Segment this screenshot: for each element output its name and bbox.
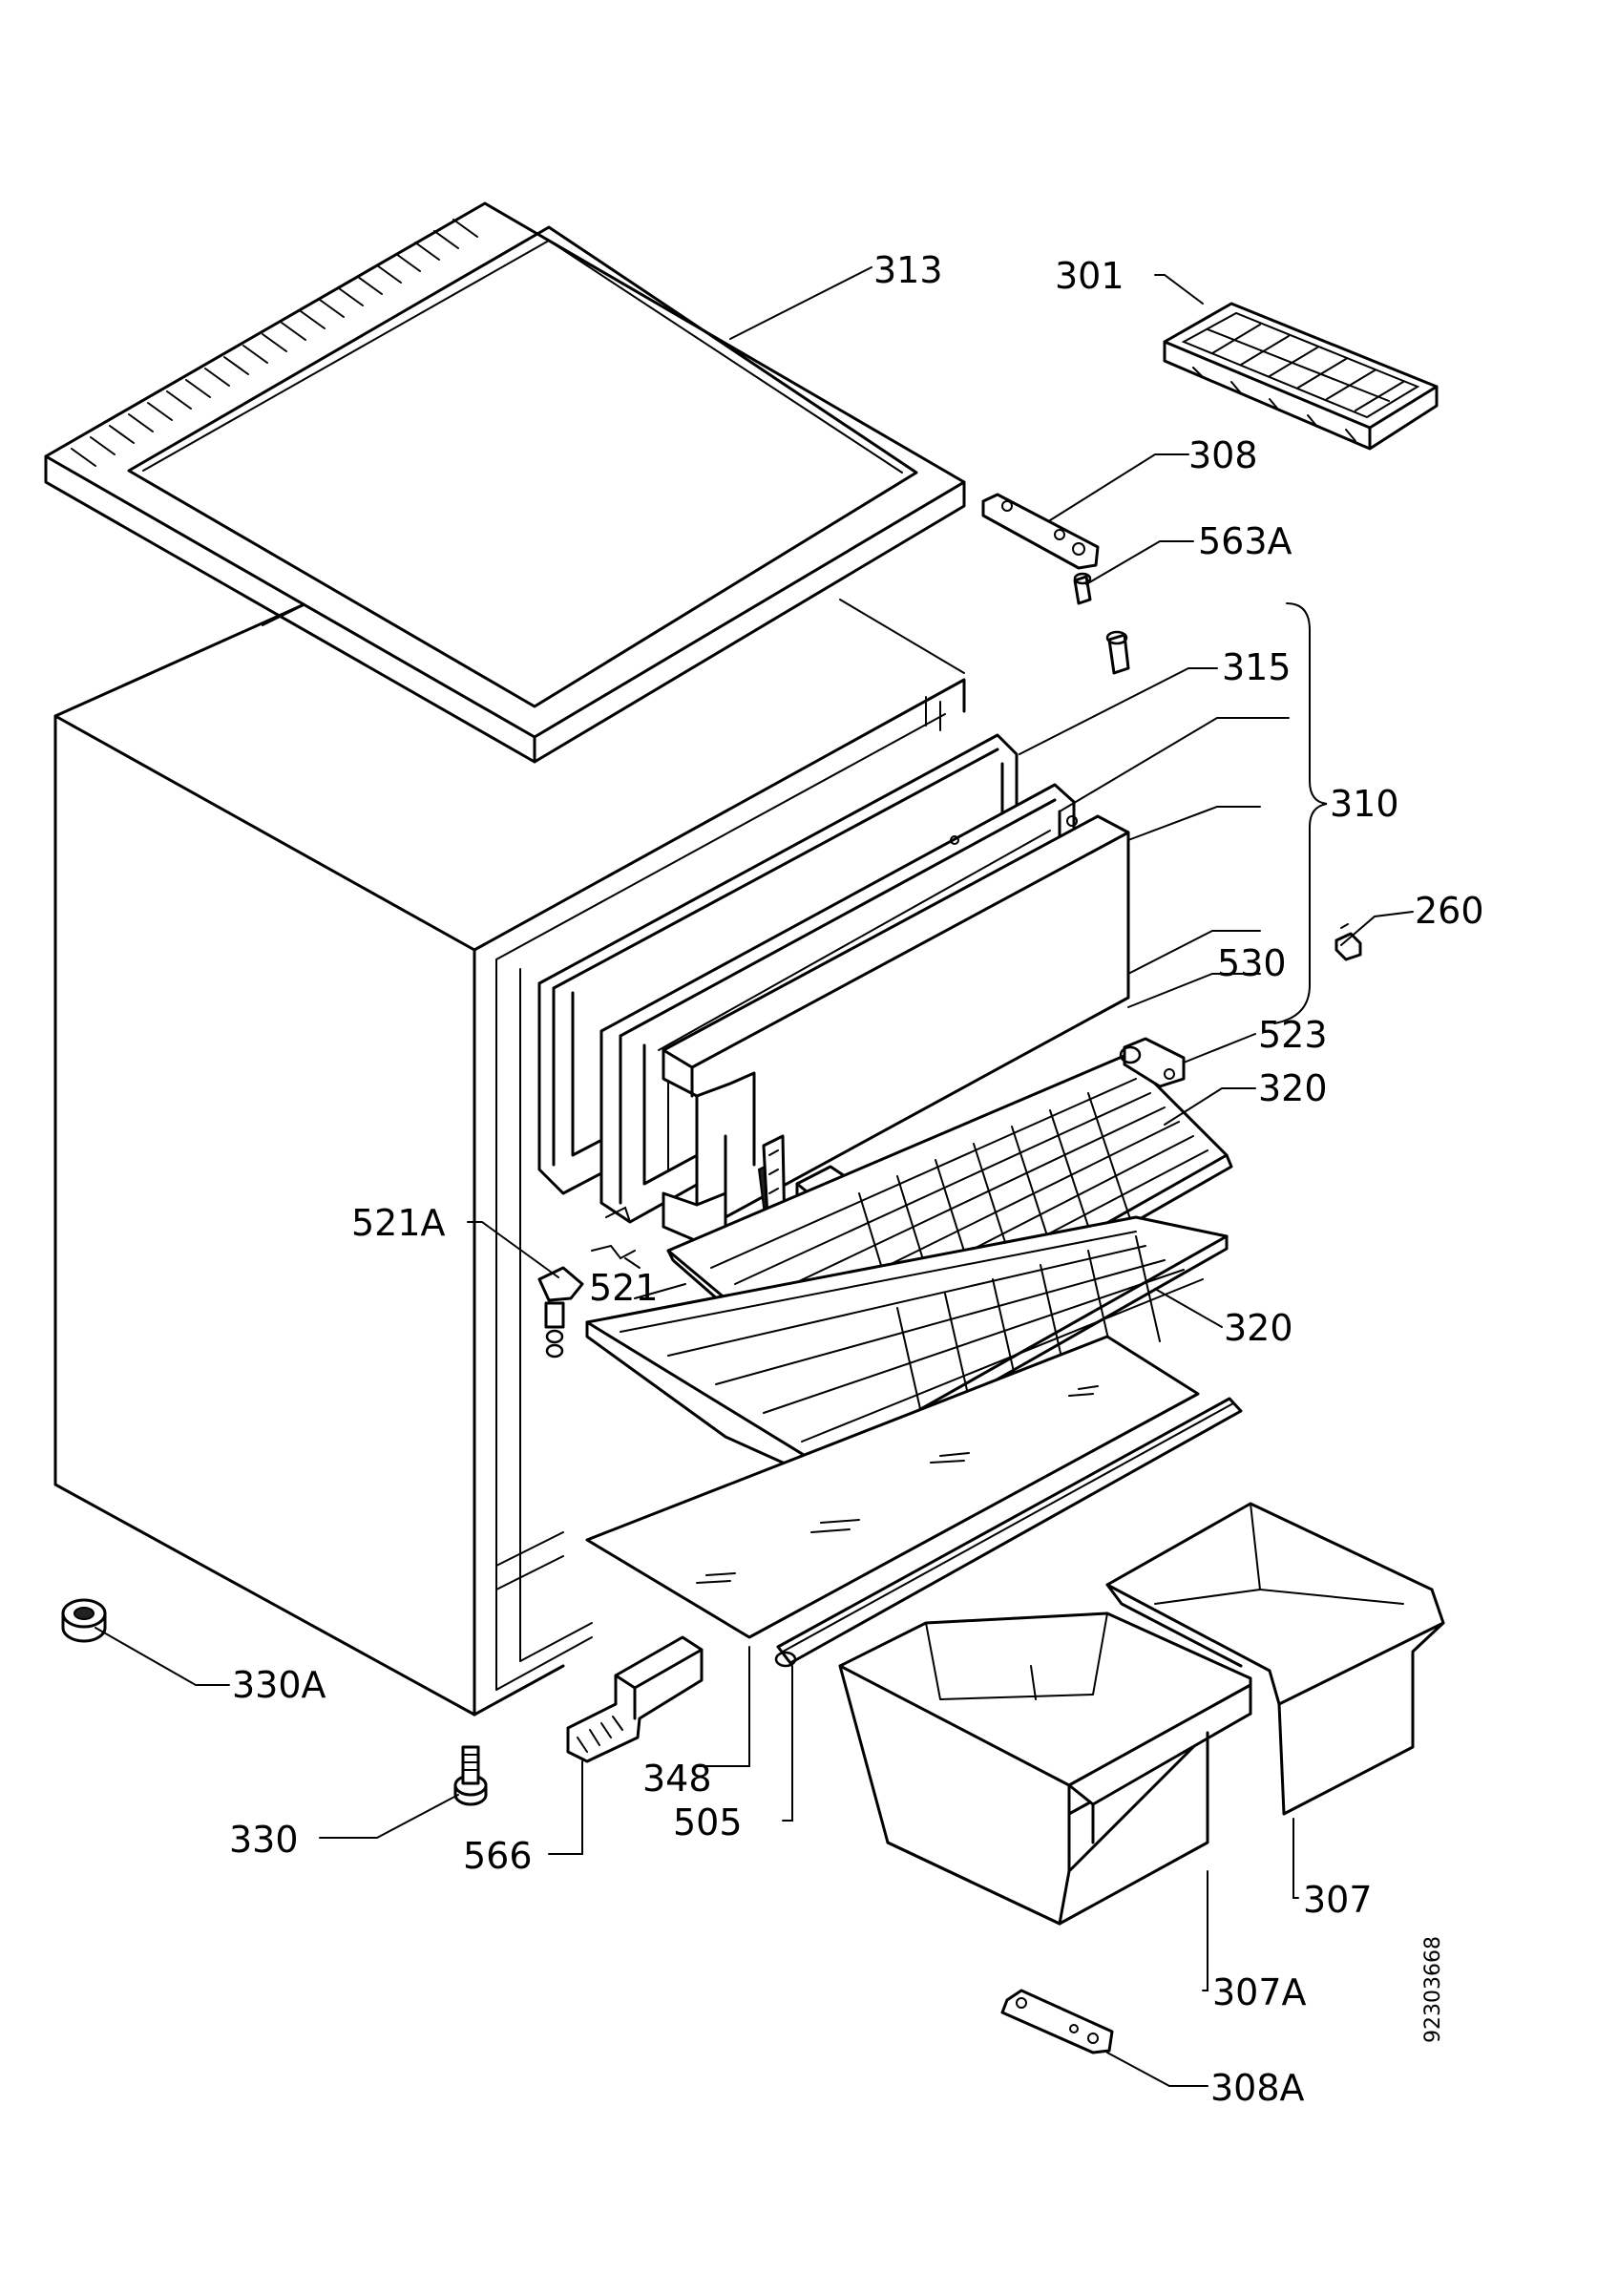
foot-330 [453, 1745, 488, 1806]
label-308a: 308A [1210, 2067, 1305, 2109]
top-panel-313 [44, 201, 966, 764]
hinge-521a [537, 1266, 584, 1359]
crisper-drawer-307 [1105, 1502, 1445, 1816]
shelf-320-lower [585, 1215, 1229, 1482]
label-505: 505 [673, 1801, 743, 1843]
label-313: 313 [873, 249, 943, 291]
hinge-pin-563a [1073, 572, 1092, 605]
handle-566 [566, 1635, 704, 1763]
leader-lines [95, 266, 1414, 2087]
ice-tray-301 [1163, 302, 1439, 451]
hinge-bracket-308a [1000, 1989, 1114, 2054]
pin-523 [1119, 1037, 1186, 1088]
drawing-number: 92303668 [1421, 1936, 1445, 2043]
label-348: 348 [642, 1758, 712, 1800]
part-labels: 313 301 308 563A 315 310 260 530 523 320… [229, 249, 1484, 2109]
label-307: 307 [1303, 1879, 1373, 1921]
cabinet-body [53, 598, 966, 1717]
clip-260 [1334, 923, 1362, 961]
glass-plate-348 [585, 1335, 1200, 1639]
foot-330a [61, 1598, 107, 1643]
label-320-lower: 320 [1224, 1307, 1293, 1349]
label-330: 330 [229, 1819, 299, 1861]
label-530: 530 [1217, 942, 1287, 984]
label-320-upper: 320 [1258, 1067, 1328, 1109]
label-307a: 307A [1212, 1971, 1307, 2013]
label-308: 308 [1188, 434, 1258, 476]
label-330a: 330A [232, 1664, 326, 1706]
hinge-bracket-308 [981, 493, 1100, 570]
label-315: 315 [1222, 646, 1292, 688]
label-260: 260 [1415, 890, 1484, 932]
label-566: 566 [463, 1835, 533, 1877]
label-563a: 563A [1198, 520, 1292, 562]
label-523: 523 [1258, 1014, 1328, 1056]
door-inner-lining-530 [662, 814, 1130, 1243]
crisper-drawer-307a [838, 1611, 1252, 1926]
label-310: 310 [1330, 783, 1399, 825]
label-521: 521 [589, 1267, 659, 1309]
hinge-pin-lower [1105, 630, 1130, 675]
trim-strip-505 [774, 1397, 1243, 1668]
label-301: 301 [1055, 255, 1124, 297]
label-521a: 521A [351, 1202, 446, 1244]
